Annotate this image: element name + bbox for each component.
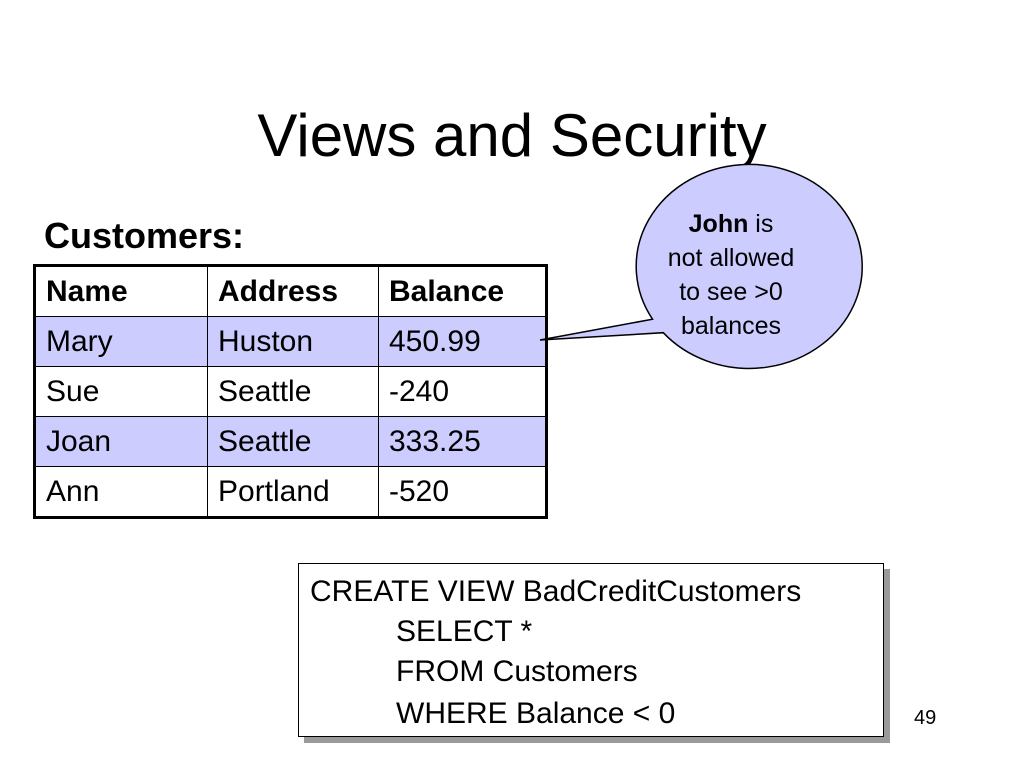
sql-code-box: CREATE VIEW BadCreditCustomers SELECT * … — [298, 563, 884, 737]
cell-balance: 450.99 — [378, 316, 547, 367]
cell-balance: -240 — [378, 366, 547, 417]
cell-address: Seattle — [207, 416, 379, 467]
column-header-balance: Balance — [378, 265, 547, 317]
code-line-from: FROM Customers — [396, 655, 638, 688]
cell-address: Seattle — [207, 366, 379, 417]
table-header-row: Name Address Balance — [34, 265, 547, 317]
slide-title: Views and Security — [257, 102, 767, 169]
cell-name: Sue — [34, 366, 208, 417]
table-label: Customers: — [44, 215, 245, 256]
cell-name: Ann — [34, 466, 208, 518]
code-line-where: WHERE Balance < 0 — [396, 697, 676, 730]
code-line-create-view: CREATE VIEW BadCreditCustomers — [310, 575, 802, 608]
column-header-address: Address — [207, 265, 379, 317]
table-row: Mary Huston 450.99 — [34, 316, 547, 367]
column-header-name: Name — [34, 265, 208, 317]
cell-name: Joan — [34, 416, 208, 467]
code-line-select: SELECT * — [396, 615, 533, 648]
cell-balance: -520 — [378, 466, 547, 518]
callout-text: John is not allowed to see >0 balances — [626, 207, 836, 343]
cell-balance: 333.25 — [378, 416, 547, 467]
callout-line-1: John is — [626, 207, 836, 241]
customers-table: Name Address Balance Mary Huston 450.99 … — [33, 264, 548, 519]
callout-line-2: not allowed — [667, 244, 795, 272]
callout-line-4: balances — [680, 312, 782, 340]
table-row: Joan Seattle 333.25 — [34, 416, 547, 467]
callout-line-1-rest: is — [748, 210, 774, 238]
callout-bold-name: John — [688, 210, 749, 238]
page-number: 49 — [914, 707, 937, 729]
callout-line-3: to see >0 — [679, 278, 783, 306]
cell-address: Portland — [207, 466, 379, 518]
table-row: Ann Portland -520 — [34, 466, 547, 518]
cell-name: Mary — [34, 316, 208, 367]
table-row: Sue Seattle -240 — [34, 366, 547, 417]
cell-address: Huston — [207, 316, 379, 367]
